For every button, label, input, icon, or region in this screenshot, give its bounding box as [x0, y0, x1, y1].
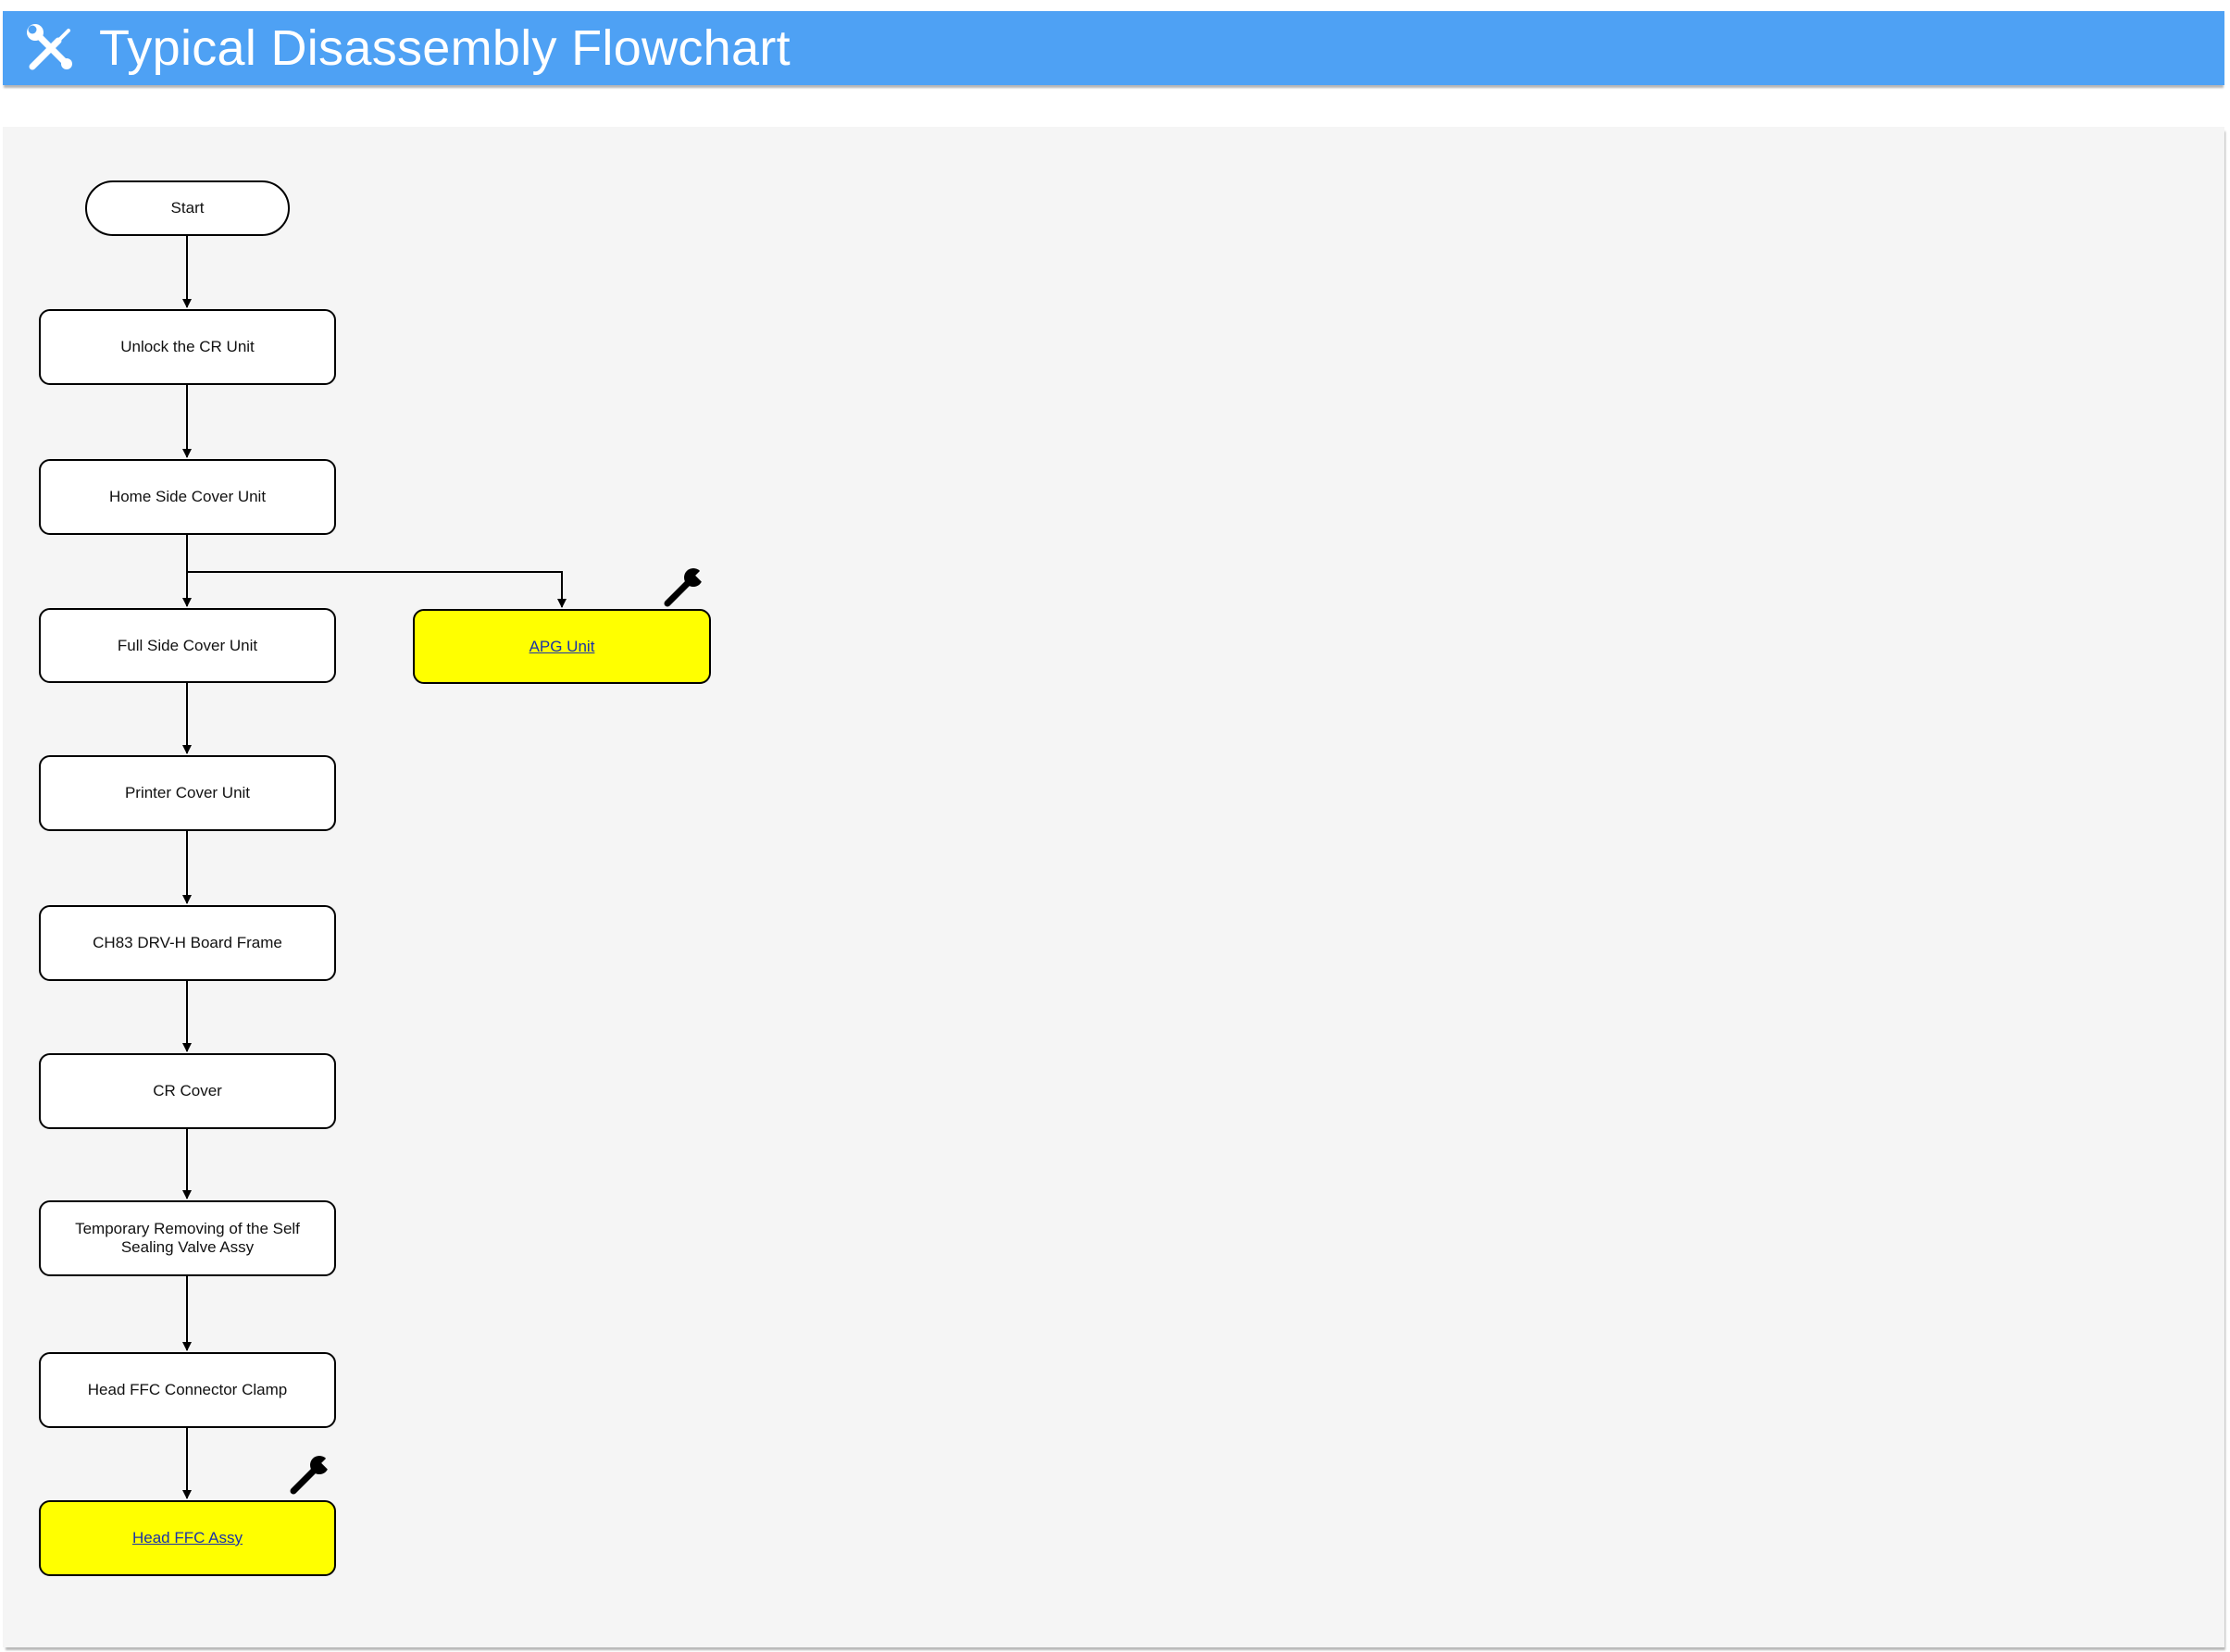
connector-home-apg	[187, 571, 567, 608]
wrench-icon	[662, 566, 704, 609]
head-ffc-assy-link[interactable]: Head FFC Assy	[131, 1529, 243, 1546]
wrench-icon	[288, 1454, 330, 1497]
node-printer-cover-unit: Printer Cover Unit	[39, 755, 336, 831]
node-apg-unit[interactable]: APG Unit	[413, 609, 711, 684]
node-full-side-cover-unit: Full Side Cover Unit	[39, 608, 336, 683]
node-unlock-cr-unit: Unlock the CR Unit	[39, 309, 336, 385]
node-start: Start	[85, 180, 290, 236]
node-home-side-cover-unit: Home Side Cover Unit	[39, 459, 336, 535]
flowchart-connectors	[182, 236, 567, 1499]
node-ch83-board-frame: CH83 DRV-H Board Frame	[39, 905, 336, 981]
page-header: Typical Disassembly Flowchart	[3, 11, 2224, 85]
flowchart-canvas: Start Unlock the CR Unit Home Side Cover…	[3, 127, 2224, 1647]
node-head-ffc-connector-clamp: Head FFC Connector Clamp	[39, 1352, 336, 1428]
node-cr-cover: CR Cover	[39, 1053, 336, 1129]
tools-icon	[23, 20, 79, 76]
node-self-sealing-valve: Temporary Removing of the Self Sealing V…	[39, 1200, 336, 1276]
node-head-ffc-assy[interactable]: Head FFC Assy	[39, 1500, 336, 1576]
page-title: Typical Disassembly Flowchart	[99, 20, 791, 76]
apg-unit-link[interactable]: APG Unit	[529, 637, 595, 655]
